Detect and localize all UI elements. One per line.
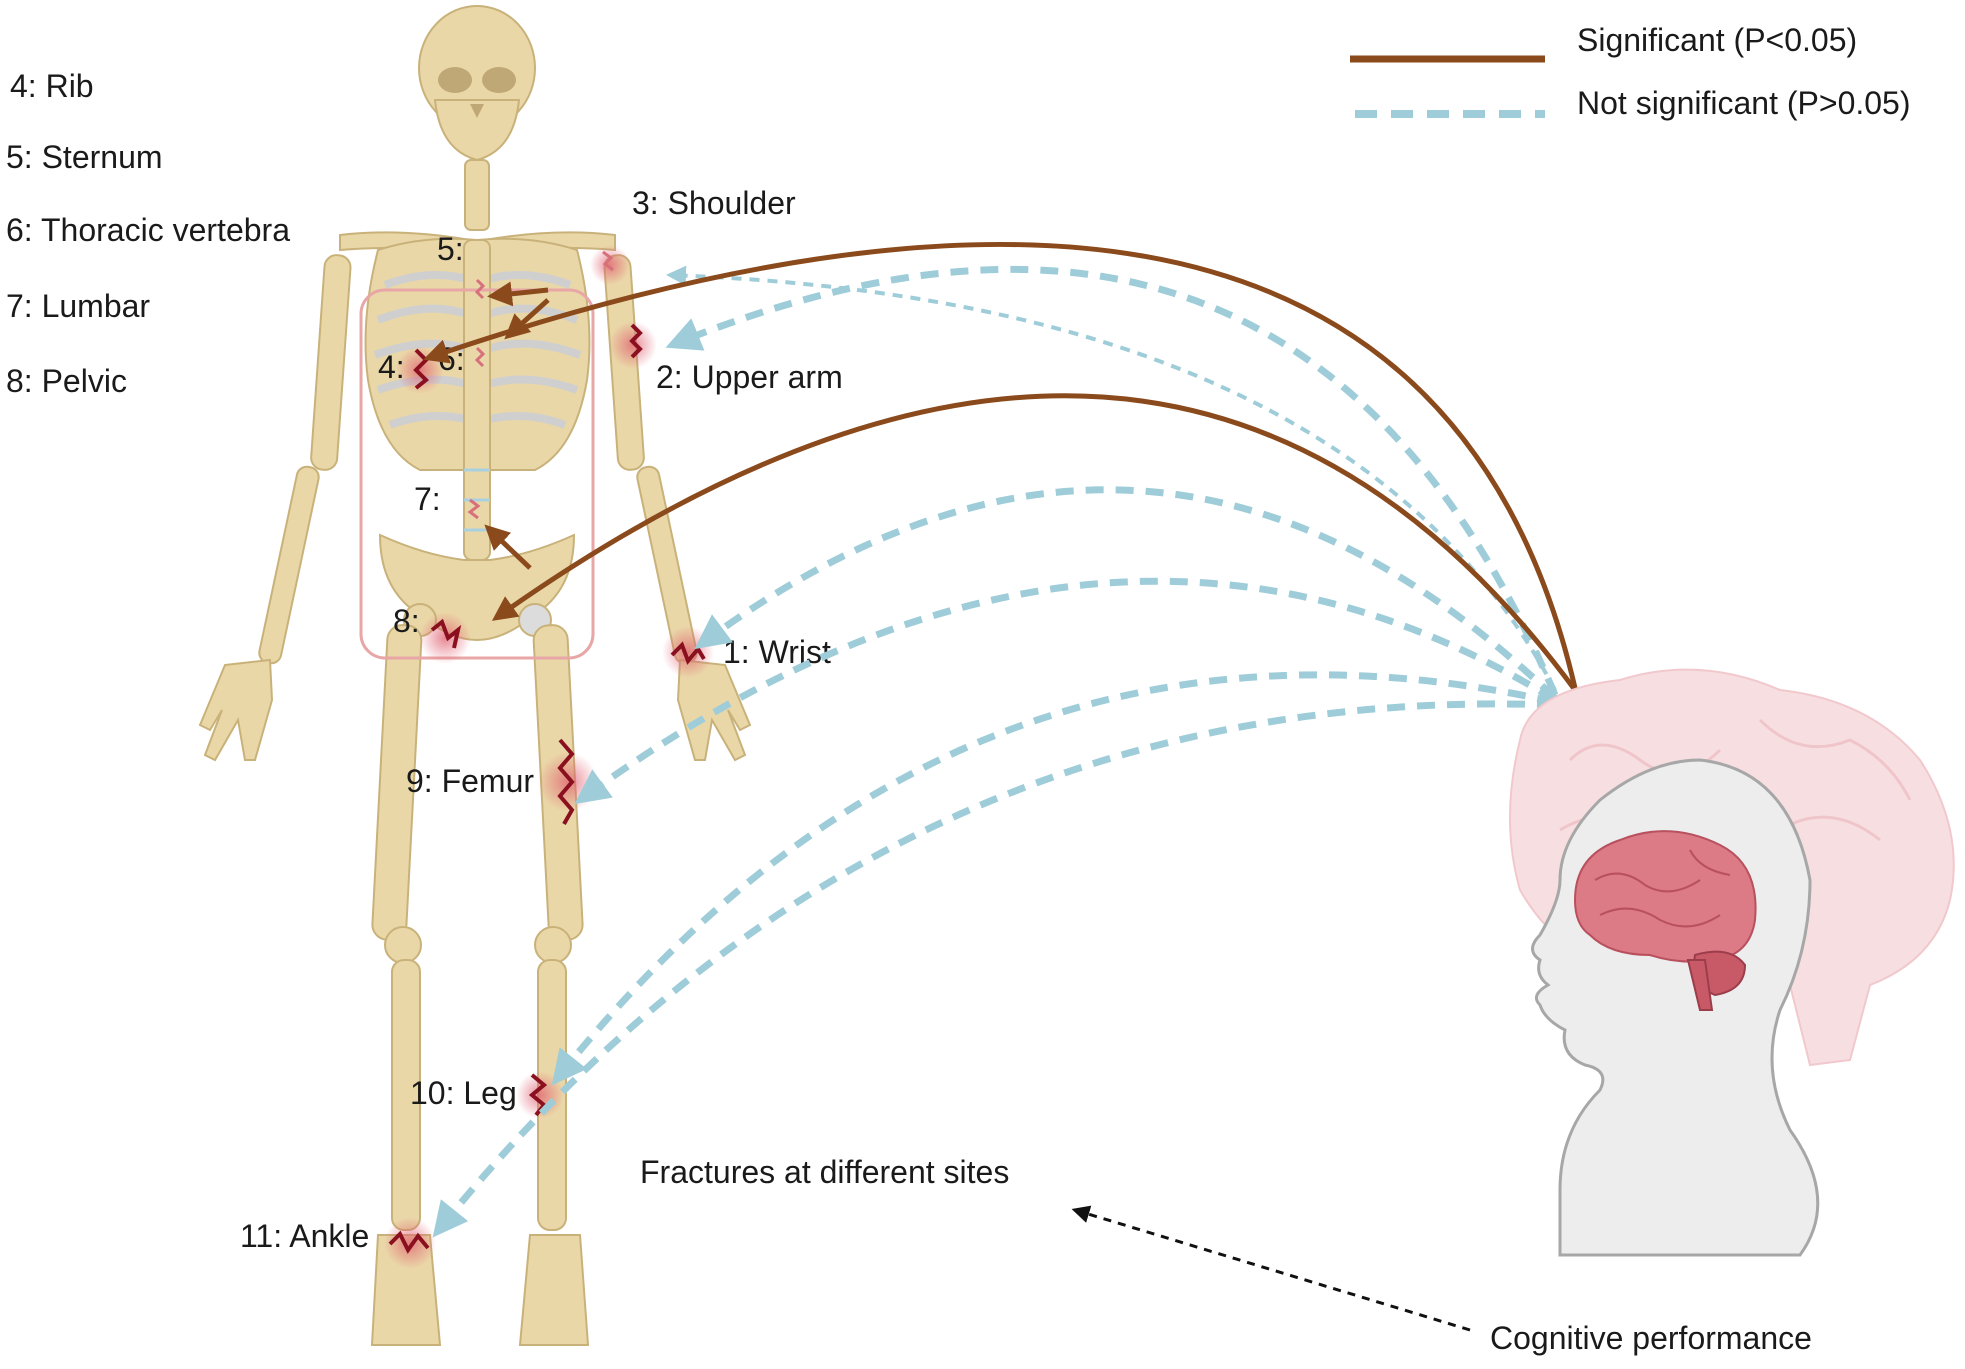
site-label-rib: 4: — [378, 349, 405, 385]
brain-head-illustration — [1509, 668, 1955, 1257]
fracture-wrist — [662, 626, 714, 678]
forearm-left — [258, 465, 320, 665]
legend-not-significant-label: Not significant (P>0.05) — [1577, 85, 1911, 121]
arrow-ns-upper-arm — [665, 265, 1559, 697]
arrow-ns-ankle — [432, 700, 1556, 1238]
caption-fractures: Fractures at different sites — [640, 1154, 1009, 1190]
foot-right — [518, 1234, 590, 1346]
site-label-pelvic: 8: — [393, 603, 420, 639]
not-significant-arrows — [432, 265, 1559, 1238]
site-label-femur: 9: Femur — [406, 763, 534, 799]
site-label-shoulder: 3: Shoulder — [632, 185, 796, 221]
arrow-ns-leg — [551, 671, 1556, 1086]
fracture-lumbar — [467, 498, 481, 520]
site-label-ankle: 11: Ankle — [240, 1218, 369, 1254]
arrow-ns-femur — [574, 577, 1557, 805]
side-label-thoracic: 6: Thoracic vertebra — [6, 212, 290, 248]
arrow-sig-pelvic — [491, 393, 1578, 692]
significant-arrows — [423, 242, 1578, 692]
cervical-spine — [464, 159, 490, 231]
fracture-pelvic — [419, 612, 471, 664]
site-label-leg: 10: Leg — [410, 1075, 517, 1111]
side-label-pelvic: 8: Pelvic — [6, 363, 127, 399]
arrow-cognitive-to-fractures — [1071, 1205, 1471, 1332]
arrow-sig-lumbar — [484, 524, 532, 570]
hand-left — [198, 658, 274, 762]
humerus-left — [310, 254, 352, 471]
legend: Significant (P<0.05) Not significant (P>… — [1350, 22, 1911, 121]
side-label-lumbar: 7: Lumbar — [6, 288, 150, 324]
skeleton-illustration — [198, 5, 752, 1346]
arrow-ns-shoulder — [666, 265, 1557, 691]
side-label-list: 4: Rib 5: Sternum 6: Thoracic vertebra 7… — [6, 68, 290, 399]
arrow-ns-wrist — [694, 486, 1558, 701]
site-label-wrist: 1: Wrist — [723, 634, 831, 670]
small-brain — [1573, 830, 1757, 963]
site-label-sternum: 5: — [437, 231, 464, 267]
caption-cognitive: Cognitive performance — [1490, 1320, 1812, 1356]
arrow-sig-sternum — [487, 281, 549, 307]
legend-significant-label: Significant (P<0.05) — [1577, 22, 1857, 58]
fracture-marks — [384, 245, 714, 1269]
fracture-sternum — [474, 278, 486, 300]
fracture-upper-arm — [609, 321, 657, 369]
fracture-ankle — [384, 1217, 436, 1269]
side-label-sternum: 5: Sternum — [6, 139, 163, 175]
fracture-shoulder — [590, 245, 630, 285]
arrow-sig-rib — [423, 242, 1578, 689]
site-label-upper-arm: 2: Upper arm — [656, 359, 843, 395]
brainstem — [1686, 959, 1714, 1011]
arrow-sig-thoracic — [504, 298, 550, 340]
side-label-rib: 4: Rib — [10, 68, 94, 104]
site-label-lumbar: 7: — [414, 481, 441, 517]
fracture-thoracic — [474, 346, 486, 368]
